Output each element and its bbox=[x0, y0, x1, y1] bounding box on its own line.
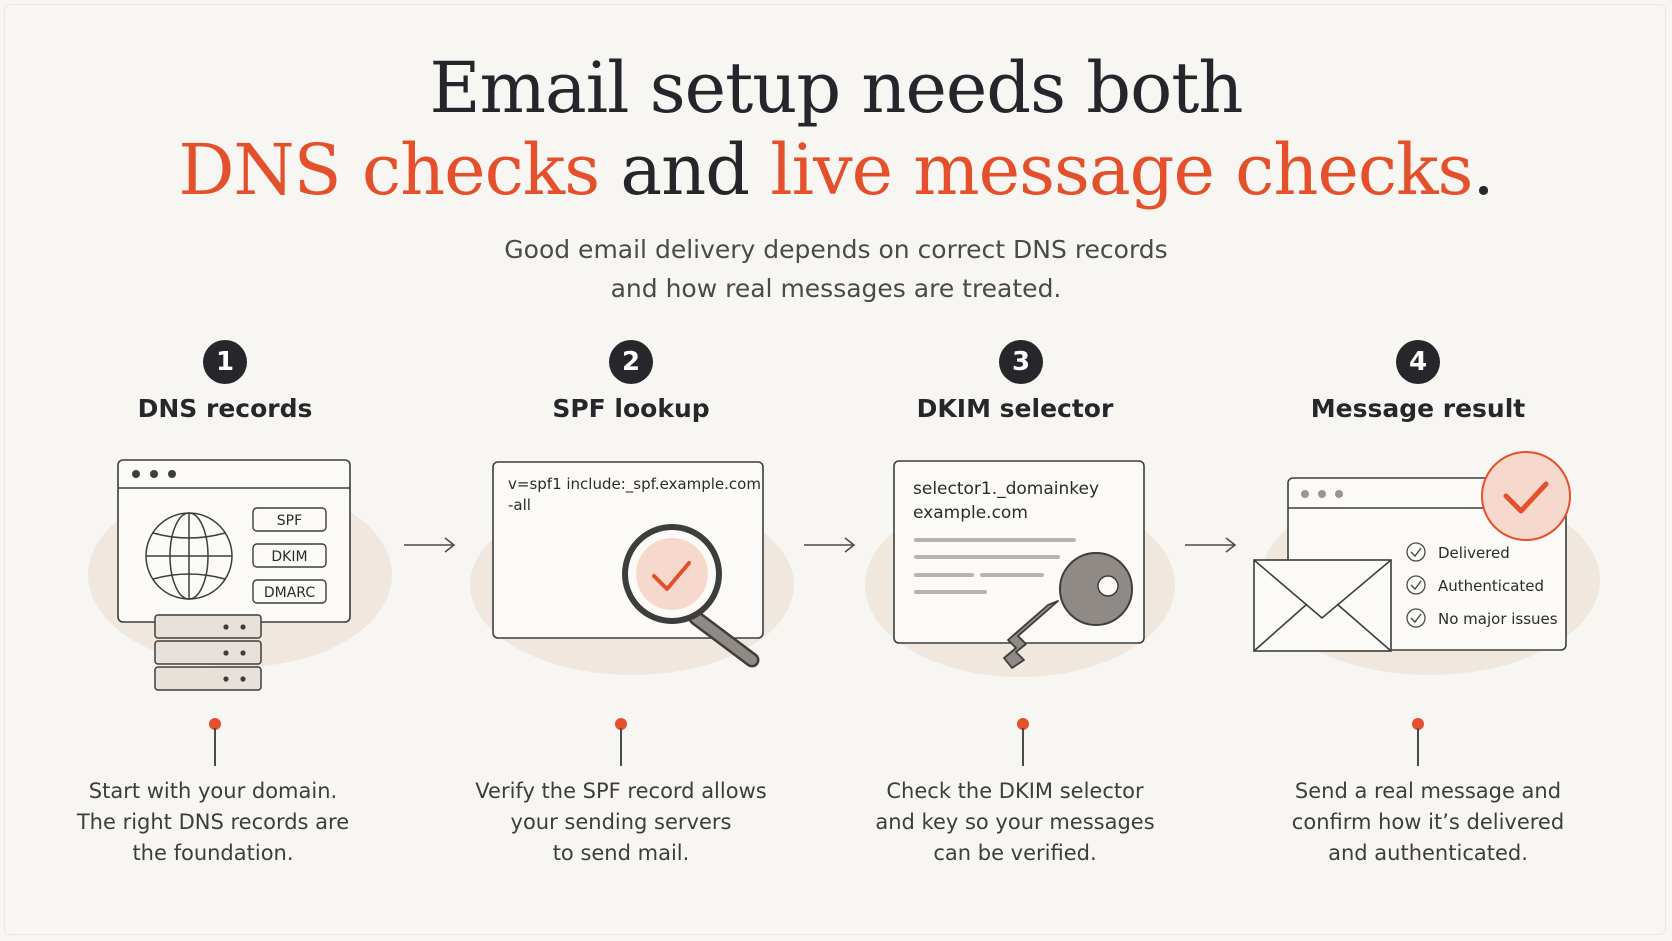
pin-line bbox=[620, 728, 622, 766]
page-frame bbox=[4, 4, 1666, 935]
envelope-check-icon: Delivered Authenticated No major issues bbox=[1253, 451, 1600, 675]
pin-dot bbox=[1412, 718, 1424, 730]
headline-line-1: Email setup needs both bbox=[0, 48, 1672, 128]
headline-text: Email setup needs both bbox=[429, 47, 1244, 129]
check-authenticated: Authenticated bbox=[1438, 577, 1544, 595]
tag-spf: SPF bbox=[277, 513, 302, 529]
desc-line: The right DNS records are bbox=[76, 810, 350, 834]
spf-record-line-1: v=spf1 include:_spf.example.com bbox=[508, 475, 761, 494]
step-number-badge: 1 bbox=[203, 340, 247, 384]
tag-dmarc: DMARC bbox=[264, 585, 315, 601]
dns-tags: SPF DKIM DMARC bbox=[252, 507, 327, 604]
pin-dot bbox=[615, 718, 627, 730]
step-title: DNS records bbox=[137, 394, 313, 423]
desc-line: confirm how it’s delivered bbox=[1291, 810, 1565, 834]
arrow-right-icon bbox=[1185, 537, 1237, 553]
subtitle-line-1: Good email delivery depends on correct D… bbox=[504, 235, 1168, 264]
check-no-major-issues: No major issues bbox=[1438, 610, 1558, 628]
step-description: Start with your domain. The right DNS re… bbox=[0, 776, 433, 869]
headline-period: . bbox=[1472, 129, 1494, 211]
desc-line: Verify the SPF record allows bbox=[475, 779, 767, 803]
check-icon bbox=[652, 561, 691, 591]
subtitle-line-2: and how real messages are treated. bbox=[610, 274, 1062, 303]
step-number-badge: 4 bbox=[1396, 340, 1440, 384]
step-number-badge: 3 bbox=[999, 340, 1043, 384]
result-checks: Delivered Authenticated No major issues bbox=[1406, 542, 1558, 628]
success-check-badge-icon bbox=[1481, 451, 1571, 541]
pin-dot bbox=[209, 718, 221, 730]
step-description: Check the DKIM selector and key so your … bbox=[795, 776, 1235, 869]
desc-line: and authenticated. bbox=[1328, 841, 1528, 865]
step-title: Message result bbox=[1310, 394, 1526, 423]
pin-line bbox=[214, 728, 216, 766]
browser-globe-server-icon: SPF DKIM DMARC bbox=[88, 459, 392, 691]
desc-line: can be verified. bbox=[933, 841, 1097, 865]
headline-accent-live: live message checks bbox=[770, 129, 1473, 211]
dkim-record-line-2: example.com bbox=[913, 503, 1028, 523]
spf-record-line-2: -all bbox=[508, 496, 531, 514]
step-description: Verify the SPF record allows your sendin… bbox=[401, 776, 841, 869]
desc-line: the foundation. bbox=[132, 841, 294, 865]
pin-dot bbox=[1017, 718, 1029, 730]
subtitle: Good email delivery depends on correct D… bbox=[0, 230, 1672, 308]
desc-line: Start with your domain. bbox=[88, 779, 338, 803]
server-stack-icon bbox=[154, 614, 262, 691]
desc-line: Check the DKIM selector bbox=[886, 779, 1144, 803]
magnifier-check-icon: v=spf1 include:_spf.example.com -all bbox=[470, 461, 794, 675]
globe-icon bbox=[145, 512, 233, 600]
pin-line bbox=[1417, 728, 1419, 766]
step-title: DKIM selector bbox=[916, 394, 1114, 423]
desc-line: your sending servers bbox=[510, 810, 732, 834]
desc-line: and key so your messages bbox=[875, 810, 1155, 834]
arrow-right-icon bbox=[804, 537, 856, 553]
headline-connector: and bbox=[599, 129, 771, 211]
headline-line-2: DNS checks and live message checks. bbox=[0, 130, 1672, 210]
headline-accent-dns: DNS checks bbox=[178, 129, 600, 211]
desc-line: Send a real message and bbox=[1294, 779, 1562, 803]
tag-dkim: DKIM bbox=[271, 549, 307, 565]
step-number-badge: 2 bbox=[609, 340, 653, 384]
step-description: Send a real message and confirm how it’s… bbox=[1208, 776, 1648, 869]
step-title: SPF lookup bbox=[552, 394, 710, 423]
desc-line: to send mail. bbox=[552, 841, 690, 865]
envelope-icon bbox=[1253, 559, 1392, 652]
key-icon: selector1._domainkey example.com bbox=[865, 460, 1175, 677]
arrow-right-icon bbox=[404, 537, 456, 553]
dkim-record-line-1: selector1._domainkey bbox=[913, 479, 1099, 499]
check-delivered: Delivered bbox=[1438, 544, 1510, 562]
pin-line bbox=[1022, 728, 1024, 766]
